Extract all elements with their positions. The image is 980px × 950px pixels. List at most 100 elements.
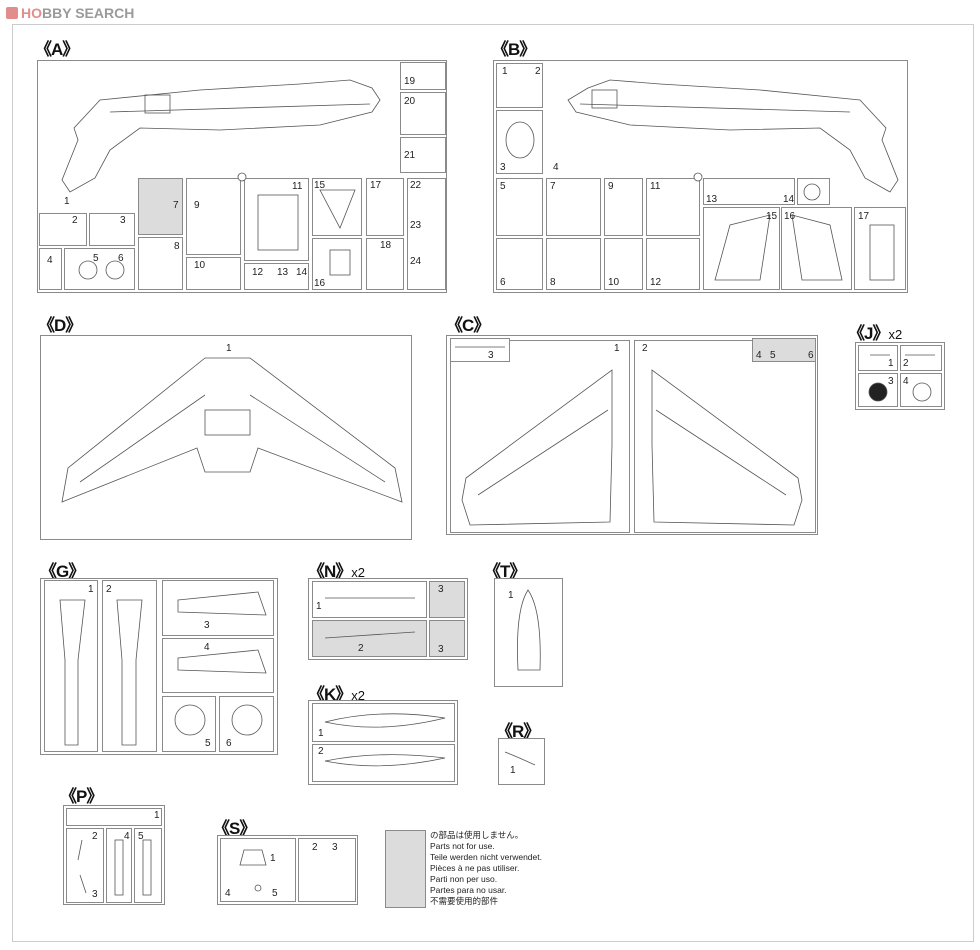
part-number: 3 xyxy=(92,889,98,900)
part-number: 5 xyxy=(93,253,99,264)
part-box xyxy=(646,238,700,290)
section-j-label: 《J》x2 xyxy=(848,324,903,343)
part-number: 1 xyxy=(508,590,514,601)
section-g-label: 《G》 xyxy=(40,562,85,581)
part-number: 15 xyxy=(766,211,778,222)
part-box xyxy=(496,63,543,108)
section-r-label: 《R》 xyxy=(496,722,540,741)
legend-line-en: Parts not for use. xyxy=(430,841,495,851)
part-number: 14 xyxy=(783,194,795,205)
part-box xyxy=(400,92,446,135)
part-number: 6 xyxy=(118,253,124,264)
part-number: 4 xyxy=(124,831,130,842)
part-box xyxy=(162,580,274,636)
part-number: 3 xyxy=(332,842,338,853)
legend-line-zh: 不需要使用的部件 xyxy=(430,896,499,906)
part-box xyxy=(312,703,455,742)
section-t-label: 《T》 xyxy=(484,562,526,581)
part-box xyxy=(546,238,601,290)
part-number: 16 xyxy=(314,278,326,289)
part-number: 19 xyxy=(404,76,416,87)
part-number: 4 xyxy=(47,255,53,266)
part-box xyxy=(900,345,942,371)
part-number: 2 xyxy=(72,215,78,226)
part-number: 6 xyxy=(500,277,506,288)
section-c-label: 《C》 xyxy=(446,316,490,335)
part-number: 13 xyxy=(277,267,289,278)
part-number: 4 xyxy=(553,162,559,173)
part-number: 17 xyxy=(858,211,870,222)
section-k-label: 《K》x2 xyxy=(308,685,366,704)
part-number: 5 xyxy=(770,350,776,361)
part-number: 9 xyxy=(608,181,614,192)
part-number: 2 xyxy=(358,643,364,654)
part-number: 1 xyxy=(88,584,94,595)
unused-part-box xyxy=(312,620,427,657)
part-number: 18 xyxy=(380,240,392,251)
part-number: 3 xyxy=(500,162,506,173)
part-number: 13 xyxy=(706,194,718,205)
part-number: 17 xyxy=(370,180,382,191)
hobby-search-logo: HOBBY SEARCH xyxy=(6,5,134,21)
part-number: 8 xyxy=(550,277,556,288)
section-a-label: 《A》 xyxy=(35,40,79,59)
unused-part-box xyxy=(429,581,465,618)
part-box xyxy=(400,62,446,90)
part-number: 15 xyxy=(314,180,326,191)
legend-line-it: Parti non per uso. xyxy=(430,874,498,884)
part-number: 10 xyxy=(608,277,620,288)
part-number: 1 xyxy=(226,343,232,354)
part-box xyxy=(496,238,543,290)
part-box xyxy=(102,580,157,752)
part-number: 4 xyxy=(903,376,909,387)
part-number: 3 xyxy=(204,620,210,631)
part-box xyxy=(400,137,446,173)
legend-line-fr: Pièces à ne pas utiliser. xyxy=(430,863,520,873)
part-number: 2 xyxy=(312,842,318,853)
part-number: 2 xyxy=(903,358,909,369)
part-number: 23 xyxy=(410,220,422,231)
part-box xyxy=(39,213,87,246)
part-number: 1 xyxy=(270,853,276,864)
part-number: 1 xyxy=(64,196,70,207)
section-t-sprue xyxy=(494,578,563,687)
part-box xyxy=(44,580,98,752)
part-box xyxy=(89,213,135,246)
part-number: 1 xyxy=(614,343,620,354)
part-number: 2 xyxy=(535,66,541,77)
part-number: 10 xyxy=(194,260,206,271)
part-number: 12 xyxy=(650,277,662,288)
part-number: 1 xyxy=(316,601,322,612)
section-n-label: 《N》x2 xyxy=(308,562,366,581)
part-number: 24 xyxy=(410,256,422,267)
part-box xyxy=(450,338,510,362)
unused-part-box xyxy=(429,620,465,657)
part-box xyxy=(64,248,135,290)
section-s-label: 《S》 xyxy=(213,819,256,838)
part-number: 20 xyxy=(404,96,416,107)
part-number: 7 xyxy=(173,200,179,211)
part-number: 4 xyxy=(756,350,762,361)
part-box xyxy=(66,828,104,903)
part-box xyxy=(186,178,241,255)
part-box xyxy=(604,238,643,290)
part-number: 3 xyxy=(488,350,494,361)
part-box xyxy=(312,744,455,782)
part-box xyxy=(162,638,274,693)
part-number: 6 xyxy=(226,738,232,749)
part-number: 11 xyxy=(650,181,661,192)
section-d-sprue xyxy=(40,335,412,540)
legend-line-es: Partes para no usar. xyxy=(430,885,507,895)
legend-line-ja: の部品は使用しません。 xyxy=(430,830,524,840)
part-number: 22 xyxy=(410,180,422,191)
part-number: 3 xyxy=(438,584,444,595)
part-number: 1 xyxy=(154,810,160,821)
part-number: 5 xyxy=(272,888,278,899)
legend-text: の部品は使用しません。 Parts not for use. Teile wer… xyxy=(430,830,542,907)
part-number: 3 xyxy=(120,215,126,226)
section-b-label: 《B》 xyxy=(492,40,536,59)
part-box xyxy=(634,340,816,533)
part-number: 9 xyxy=(194,200,200,211)
part-number: 5 xyxy=(138,831,144,842)
